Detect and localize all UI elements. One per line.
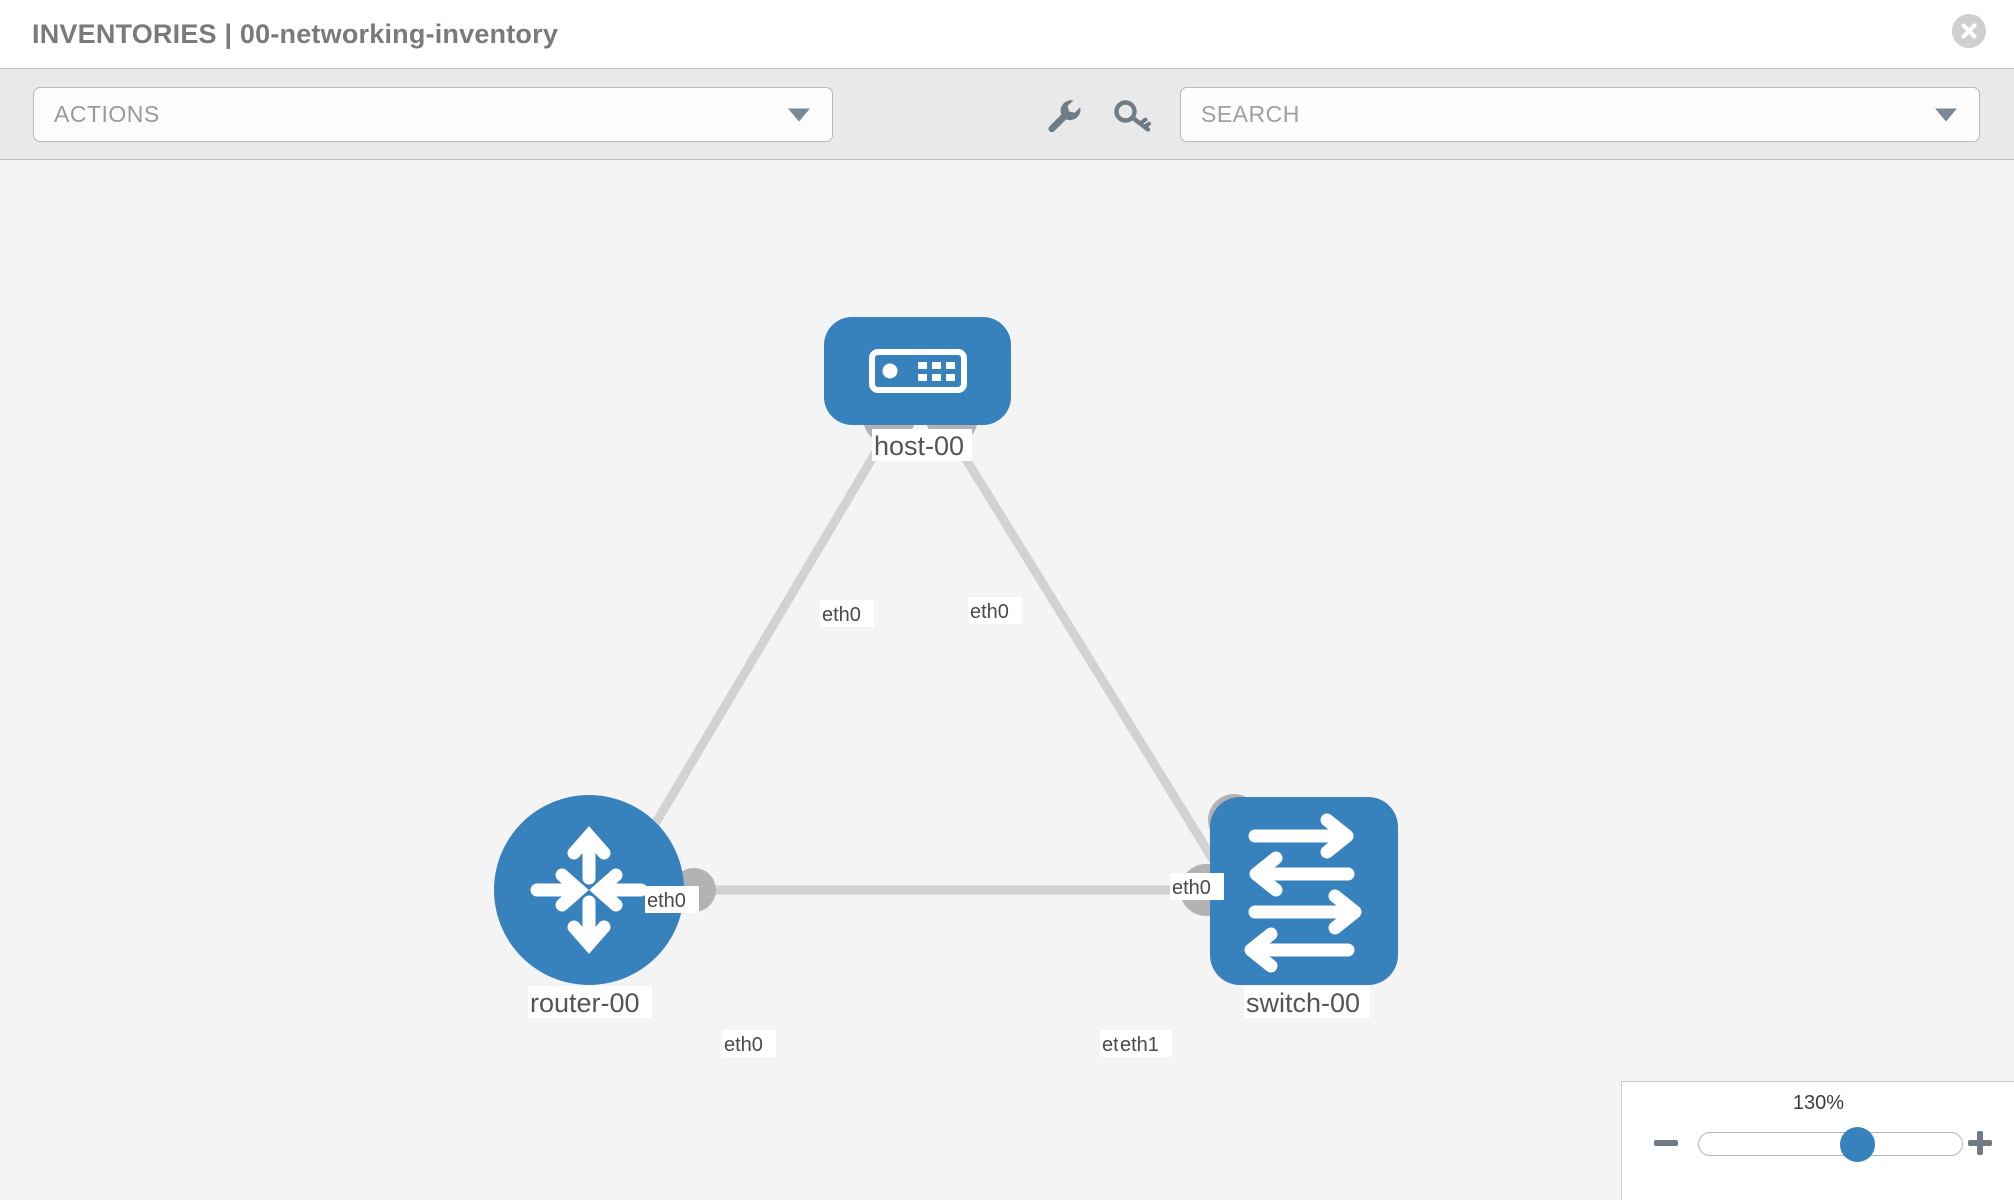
wrench-icon[interactable] [1043, 95, 1085, 135]
zoom-out-button[interactable] [1650, 1127, 1682, 1159]
edge-label-switch-left: eth1 [1120, 1034, 1159, 1056]
zoom-slider-thumb[interactable] [1840, 1127, 1875, 1162]
page-title: INVENTORIES | 00-networking-inventory [32, 18, 559, 49]
edge-label-router-up: eth0 [647, 890, 686, 912]
chevron-down-icon[interactable] [1935, 108, 1957, 121]
chevron-down-icon [788, 108, 810, 121]
edge-label-host-left: eth0 [822, 604, 861, 626]
key-icon[interactable] [1112, 95, 1154, 135]
node-router-00[interactable]: router-00 [494, 795, 684, 1018]
page-header: INVENTORIES | 00-networking-inventory [0, 0, 2014, 68]
edge-label-switch-up: eth0 [1172, 877, 1211, 899]
actions-dropdown-label: ACTIONS [54, 101, 160, 127]
switch-arrows-icon [1244, 813, 1362, 973]
router-arrows-icon [530, 826, 648, 954]
node-host-00[interactable]: host-00 [824, 317, 1011, 461]
node-label-switch-00: switch-00 [1246, 988, 1360, 1018]
topology-links [606, 427, 1248, 903]
topology-edge-labels: eth0 eth0 eth0 eth0 eth0 eth0 eth1 [645, 597, 1224, 1057]
zoom-slider[interactable] [1698, 1127, 1963, 1162]
close-icon[interactable] [1952, 14, 1986, 48]
search-input[interactable]: SEARCH [1180, 87, 1980, 142]
node-label-host-00: host-00 [874, 431, 964, 461]
toolbar: ACTIONS SEARCH [0, 68, 2014, 160]
link-host-router[interactable] [606, 427, 893, 903]
topology-canvas[interactable]: host-00 router-00 [0, 160, 2014, 1200]
search-placeholder: SEARCH [1201, 101, 1300, 127]
zoom-in-button[interactable] [1964, 1127, 1996, 1159]
zoom-control-panel: 130% [1621, 1081, 2014, 1200]
server-device-icon [869, 349, 967, 393]
topology-graph: host-00 router-00 [494, 317, 1398, 1057]
node-label-router-00: router-00 [530, 988, 640, 1018]
zoom-percent-label: 130% [1792, 1092, 1845, 1114]
link-host-switch[interactable] [944, 427, 1242, 903]
node-switch-00[interactable]: switch-00 [1210, 797, 1398, 1018]
edge-label-host-right: eth0 [970, 601, 1009, 623]
edge-label-router-right: eth0 [724, 1034, 763, 1056]
actions-dropdown[interactable]: ACTIONS [33, 87, 833, 142]
